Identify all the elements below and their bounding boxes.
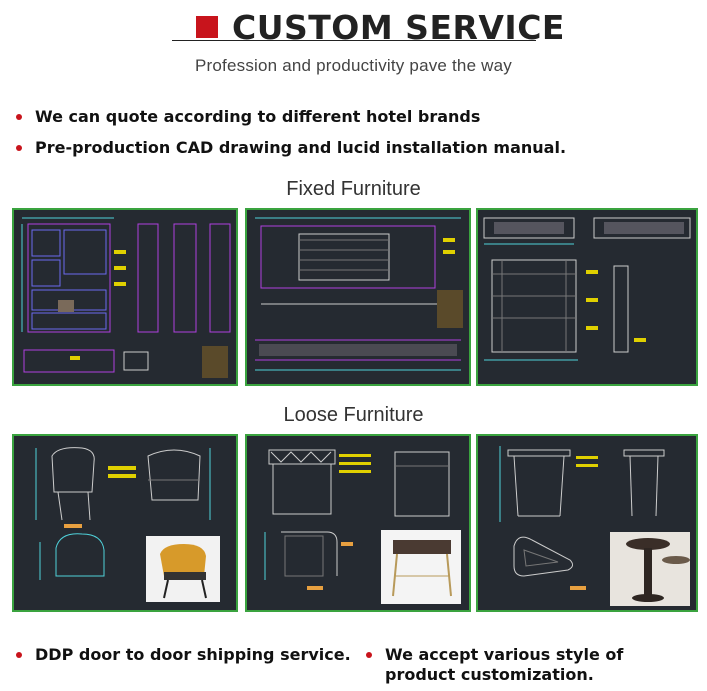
section-title-fixed-furniture: Fixed Furniture	[286, 178, 421, 200]
bullet-dot-icon	[366, 652, 372, 658]
cad-drawing-image	[476, 434, 698, 612]
bullet-text: Pre-production CAD drawing and lucid ins…	[35, 138, 567, 157]
bullet-item: We can quote according to different hote…	[16, 107, 480, 126]
cad-drawing-graphic	[264, 449, 461, 604]
cad-drawing-image	[245, 208, 471, 386]
bullet-dot-icon	[16, 114, 22, 120]
bullet-item: DDP door to door shipping service.	[16, 645, 351, 664]
header-square-icon	[196, 16, 218, 38]
bullet-item: Pre-production CAD drawing and lucid ins…	[16, 138, 566, 157]
cad-drawing-image	[245, 434, 471, 612]
page-subtitle: Profession and productivity pave the way	[194, 56, 512, 75]
bullet-text: We can quote according to different hote…	[35, 107, 481, 126]
cad-drawing-graphic	[483, 217, 691, 361]
cad-drawing-image	[476, 208, 698, 386]
cad-drawing-graphic	[255, 217, 463, 371]
title-divider	[172, 40, 536, 41]
cad-drawing-graphic	[21, 217, 231, 378]
cad-drawing-graphic	[499, 446, 690, 606]
bullet-dot-icon	[16, 145, 22, 151]
bullet-item: We accept various style of product custo…	[366, 645, 696, 685]
cad-drawing-graphic	[35, 447, 220, 602]
bullet-text: We accept various style of product custo…	[385, 645, 624, 684]
section-title-loose-furniture: Loose Furniture	[283, 404, 424, 426]
bullet-text: DDP door to door shipping service.	[35, 645, 351, 664]
cad-drawing-image	[12, 208, 238, 386]
cad-drawing-image	[12, 434, 238, 612]
bullet-dot-icon	[16, 652, 22, 658]
page-title: CUSTOM SERVICE	[232, 8, 565, 47]
